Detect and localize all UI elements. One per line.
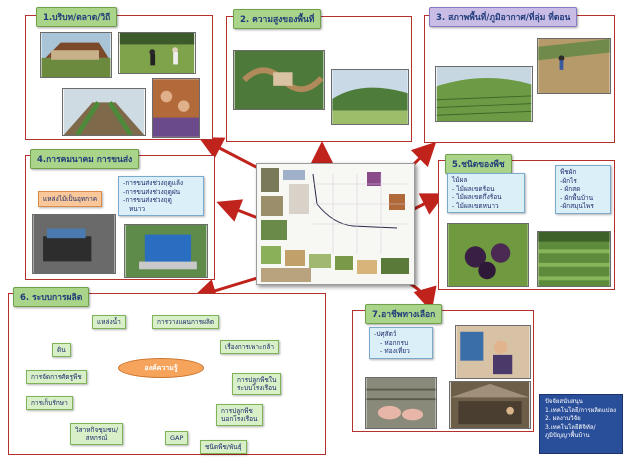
section-1-title: 1.บริบท/ตลาด/วิถี: [36, 7, 118, 27]
photo-blue-crates-truck: [124, 224, 208, 278]
photo-homestay-group: [455, 325, 531, 379]
arrow-to-s4: [216, 199, 259, 222]
support-heading: ปัจจัยสนับสนุน: [545, 398, 583, 405]
photo-aerial-village: [233, 50, 325, 110]
node-seedling: เรื่องการเพาะกล้า: [220, 340, 280, 354]
vegetables-box: พืชผัก -ผักไร - ผักสด - ผักพื้นบ้าน -ผัก…: [555, 165, 611, 214]
fruit-item: - ไม้ผลเขตร้อน: [452, 184, 495, 193]
knowledge-hub: องค์ความรู้: [118, 358, 204, 378]
transport-seasons-box: -การขนส่งช่วงฤดูแล้ง -การขนส่งช่วงฤดูฝน …: [118, 176, 204, 216]
node-water-source: แหล่งน้ำ: [92, 315, 126, 329]
transport-item: -การขนส่งช่วงฤดู: [123, 196, 172, 204]
veg-item: - ผักพื้นบ้าน: [560, 193, 594, 202]
photo-greenhouse-sheds: [40, 32, 112, 78]
node-pest-management: การจัดการศัตรูพืช: [26, 370, 87, 384]
section-3-title: 3. สภาพพื้นที่/ภูมิอากาศ/ที่ลุ่ม ที่ดอน: [429, 7, 578, 27]
node-soil: ดิน: [52, 343, 71, 357]
section-6-title: 6. ระบบการผลิต: [13, 287, 90, 307]
node-production-planning: การวางแผนการผลิต: [152, 315, 220, 329]
section-7-title: 7.อาชีพทางเลือก: [365, 304, 443, 324]
support-item: ภูมิปัญญาพื้นบ้าน: [545, 432, 590, 439]
section-5-title: 5.ชนิดของพืช: [445, 154, 512, 174]
photo-livestock-shed: [449, 381, 531, 429]
photo-farmers-field: [118, 32, 196, 74]
fruit-item: - ไม้ผลเขตหนาว: [452, 201, 499, 210]
transport-item: -การขนส่งช่วงฤดูแล้ง: [123, 179, 184, 187]
section-elevation: 2. ความสูงของพื้นที่: [226, 9, 412, 142]
alternative-careers-box: -ปศุสัตว์ - ห่อกกรบ - ท่องเที่ยว: [369, 327, 433, 359]
photo-market-people: [152, 78, 200, 138]
section-transportation: 4.การคมนาคม การขนส่ง แหล่งไม้เป็นอุทกาค …: [25, 149, 215, 280]
photo-pig-farm: [365, 377, 437, 429]
node-storage: การเก็บรักษา: [26, 396, 73, 410]
support-item: 1.เทคโนโลยี/การผลิตแปลง: [545, 406, 617, 414]
photo-dry-slope-person: [537, 38, 611, 94]
photo-truck-loading: [32, 214, 116, 274]
node-gap: GAP: [165, 431, 189, 445]
photo-greenhouse-rows: [62, 88, 146, 136]
veg-item: - ผักสด: [560, 185, 581, 193]
section-2-title: 2. ความสูงของพื้นที่: [233, 9, 322, 29]
node-open-field-planting: การปลูกพืช นอกโรงเรือน: [216, 404, 263, 426]
section-4-title: 4.การคมนาคม การขนส่ง: [30, 149, 140, 169]
node-community-enterprise: วิสาหกิจชุมชน/ สหกรณ์: [70, 423, 124, 445]
support-factors-box: ปัจจัยสนับสนุน 1.เทคโนโลยี/การผลิตแปลง 2…: [539, 394, 623, 454]
veg-item: -ผักสมุนไพร: [560, 202, 594, 210]
career-item: - ท่องเที่ยว: [380, 347, 410, 355]
central-knowledge-map: [256, 163, 415, 285]
career-item: -ปศุสัตว์: [374, 330, 397, 338]
photo-vegetable-field: [537, 231, 611, 287]
node-greenhouse-planting: การปลูกพืชใน ระบบโรงเรือน: [232, 373, 282, 395]
fruit-item: - ไม้ผลเขตกึ่งร้อน: [452, 193, 502, 201]
section-context-market: 1.บริบท/ตลาด/วิถี: [25, 7, 213, 140]
photo-hillside: [331, 69, 409, 125]
photo-terraced-slope: [435, 66, 533, 122]
support-item: 2. ผลงานวิจัย: [545, 415, 581, 422]
veg-item: -ผักไร: [560, 176, 577, 185]
support-item: 3.เทคโนโลยีดิจิทัล/: [545, 423, 596, 431]
career-item: - ห่อกกรบ: [380, 338, 409, 347]
veg-heading: พืชผัก: [560, 168, 577, 176]
transport-item: หนาว: [129, 204, 146, 213]
section-plant-types: 5.ชนิดของพืช ไม้ผล - ไม้ผลเขตร้อน - ไม้ผ…: [438, 154, 615, 290]
section-alternative-careers: 7.อาชีพทางเลือก -ปศุสัตว์ - ห่อกกรบ - ท่…: [352, 304, 534, 432]
fruit-trees-box: ไม้ผล - ไม้ผลเขตร้อน - ไม้ผลเขตกึ่งร้อน …: [447, 173, 525, 213]
water-source-label: แหล่งไม้เป็นอุทกาค: [38, 191, 103, 207]
section-terrain-climate: 3. สภาพพื้นที่/ภูมิอากาศ/ที่ลุ่ม ที่ดอน: [424, 7, 615, 143]
photo-grapes: [447, 223, 529, 287]
fruit-heading: ไม้ผล: [452, 176, 468, 184]
arrow-to-s5: [411, 193, 446, 215]
node-plant-varieties: ชนิดพืช/พันธุ์: [200, 440, 247, 454]
transport-item: -การขนส่งช่วงฤดูฝน: [123, 187, 181, 196]
